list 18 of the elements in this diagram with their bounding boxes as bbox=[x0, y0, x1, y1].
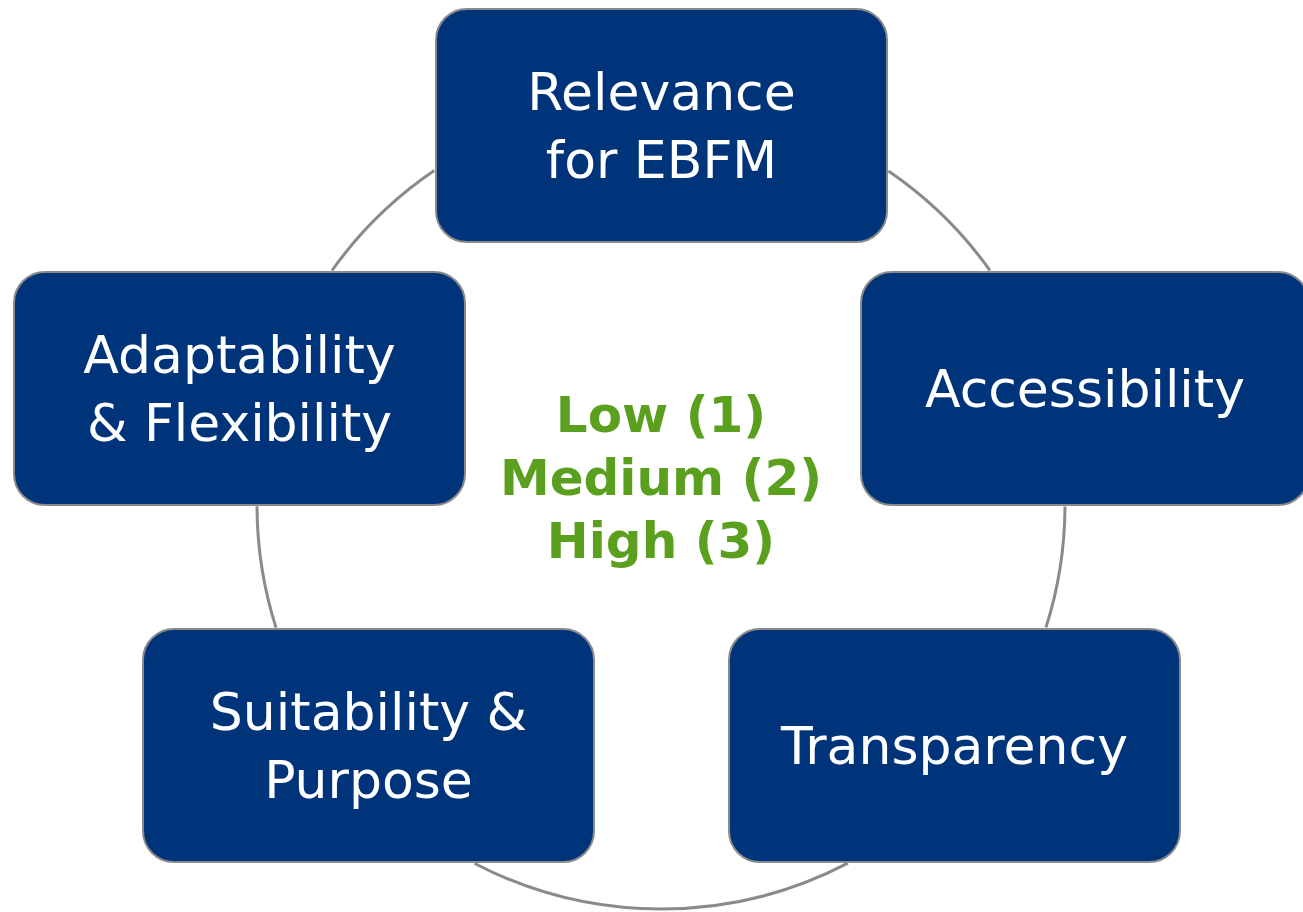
rounded-box bbox=[142, 628, 595, 863]
connector-arc bbox=[330, 169, 436, 272]
rounded-box bbox=[860, 271, 1303, 506]
box-label: Transparency bbox=[781, 714, 1128, 778]
rounded-box bbox=[13, 271, 466, 506]
box-label: Relevance for EBFM bbox=[526, 60, 797, 192]
box-label: Adaptability & Flexibility bbox=[82, 323, 397, 455]
rating-label: Low (1) bbox=[555, 385, 767, 446]
box-label: Suitability & Purpose bbox=[208, 680, 529, 812]
connector-arc bbox=[474, 861, 849, 911]
rounded-box bbox=[435, 8, 888, 243]
rating-label: Medium (2) bbox=[499, 448, 823, 509]
connector-arc bbox=[255, 506, 278, 628]
connector-arc bbox=[1044, 506, 1067, 628]
connector-arc bbox=[887, 169, 992, 272]
box-label: Accessibility bbox=[925, 357, 1245, 421]
rating-label: High (3) bbox=[546, 511, 776, 572]
rounded-box bbox=[728, 628, 1181, 863]
